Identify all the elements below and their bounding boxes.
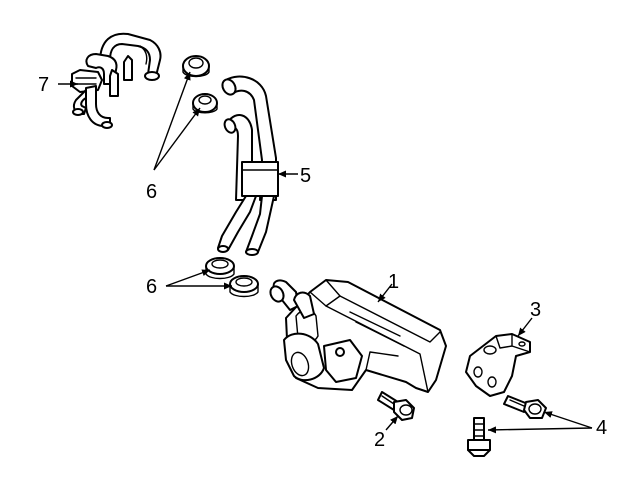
leader-6-upper-a <box>153 71 191 171</box>
bolt-right-upper <box>503 395 547 419</box>
bracket <box>465 333 531 397</box>
leader-4-a <box>543 411 593 429</box>
callout-2: 2 <box>374 429 385 451</box>
callout-7: 7 <box>38 74 49 96</box>
callout-6-upper: 6 <box>146 181 157 203</box>
grommet-lower-2 <box>229 275 259 298</box>
callout-5: 5 <box>300 165 311 187</box>
hose-assembly <box>217 75 279 256</box>
leader-6-lower-a <box>165 269 211 287</box>
leader-6-upper-b <box>153 107 201 171</box>
callout-1: 1 <box>388 271 399 293</box>
bolt-left <box>377 391 415 421</box>
oil-cooler <box>269 279 447 393</box>
leader-2 <box>385 415 399 431</box>
grommet-lower-1 <box>205 257 235 280</box>
leader-1 <box>377 283 393 303</box>
leader-3 <box>517 317 533 337</box>
bolt-right-lower <box>467 417 491 457</box>
callout-4: 4 <box>596 417 607 439</box>
grommet-upper-1 <box>182 55 210 78</box>
callout-6-lower: 6 <box>146 276 157 298</box>
grommet-upper-2 <box>192 93 218 114</box>
leader-4-b <box>487 426 593 434</box>
bypass-valve-assembly <box>71 32 162 129</box>
callout-3: 3 <box>530 299 541 321</box>
